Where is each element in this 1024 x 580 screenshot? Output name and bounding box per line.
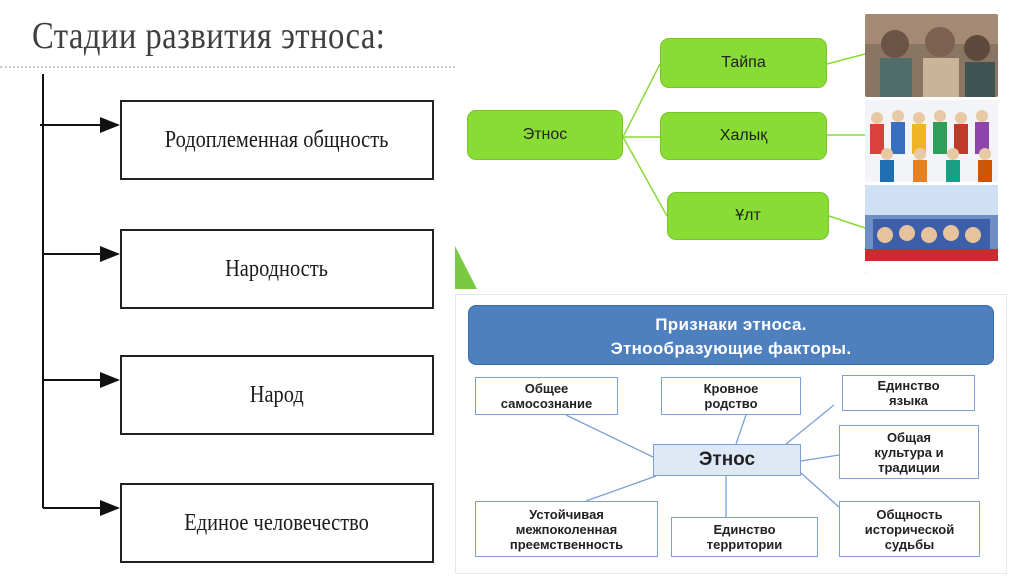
ethnos-tree-lines	[455, 53, 866, 289]
factor-territory-unity: Единство территории	[671, 517, 818, 557]
title-divider	[0, 66, 455, 68]
branch-label: Тайпа	[721, 54, 766, 71]
stage-box-people: Народ	[120, 355, 434, 435]
branch-box-halyk: Халық	[660, 112, 827, 160]
stage-box-tribal: Родоплеменная общность	[120, 100, 434, 180]
factors-center-label: Этнос	[698, 449, 756, 470]
factors-header-line2: Этнообразующие факторы.	[610, 339, 852, 358]
factor-culture-traditions: Общая культура и традиции	[839, 425, 979, 479]
tribe-photo	[865, 14, 998, 97]
factor-historical-fate: Общность исторической судьбы	[839, 501, 980, 557]
stage-label: Народ	[249, 381, 304, 408]
factor-language-unity: Единство языка	[842, 375, 975, 411]
factors-header: Признаки этноса. Этнообразующие факторы.	[468, 305, 994, 365]
slide-title: Стадии развития этноса:	[32, 15, 386, 57]
green-corner-accent	[455, 246, 477, 289]
people-photo	[865, 100, 998, 182]
nation-photo	[865, 185, 998, 273]
branch-box-taipa: Тайпа	[660, 38, 827, 88]
branch-box-ult: Ұлт	[667, 192, 829, 240]
ethnos-root-label: Этнос	[522, 126, 568, 143]
factor-blood-kinship: Кровное родство	[661, 377, 801, 415]
stage-box-united-humanity: Единое человечество	[120, 483, 434, 563]
stage-box-nationality: Народность	[120, 229, 434, 309]
stages-connector-lines	[40, 74, 120, 516]
factor-intergenerational-continuity: Устойчивая межпоколенная преемственность	[475, 501, 658, 557]
ethnos-root-box: Этнос	[467, 110, 623, 160]
factor-common-self-awareness: Общее самосознание	[475, 377, 618, 415]
factors-center-ethnos: Этнос	[653, 444, 801, 476]
factors-connector-lines	[565, 404, 840, 517]
ethnos-tree-panel: Этнос Тайпа Халық Ұлт	[455, 14, 1007, 289]
stage-label: Народность	[225, 255, 329, 282]
stage-label: Родоплеменная общность	[165, 126, 389, 153]
factors-header-line1: Признаки этноса.	[655, 315, 807, 334]
branch-label: Ұлт	[735, 207, 761, 224]
branch-label: Халық	[719, 127, 768, 144]
ethnos-factors-panel: Признаки этноса. Этнообразующие факторы.…	[455, 294, 1007, 574]
stage-label: Единое человечество	[184, 509, 370, 536]
